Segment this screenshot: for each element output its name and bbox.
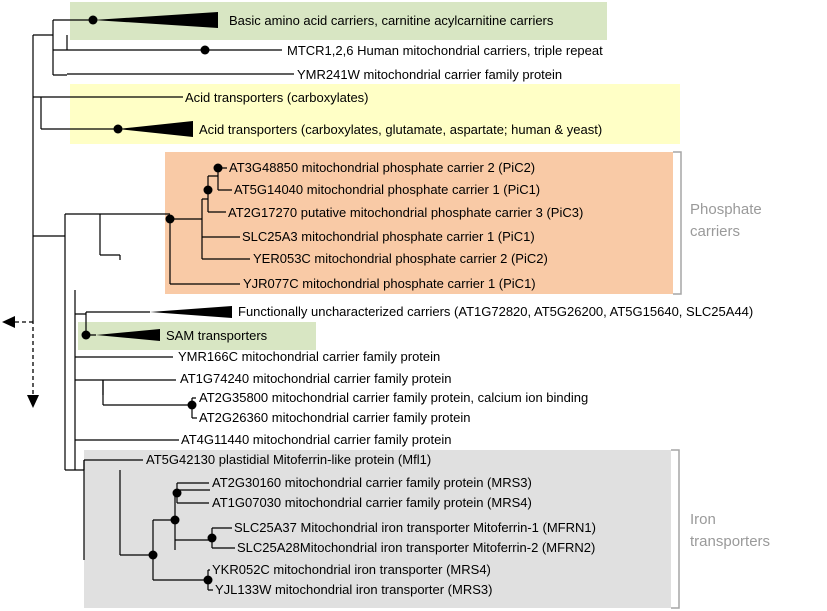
leaf-label-yjr077c: YJR077C mitochondrial phosphate carrier …: [243, 276, 536, 291]
leaf-label-slc25a37: SLC25A37 Mitochondrial iron transporter …: [234, 520, 596, 535]
node-dot: [203, 185, 213, 195]
leaf-label-slc25a28: SLC25A28Mitochondrial iron transporter M…: [237, 540, 595, 555]
iron-transporters-highlight: [84, 450, 671, 608]
node-dot: [113, 124, 123, 134]
node-dot: [187, 400, 197, 410]
node-dot: [207, 533, 217, 543]
iron-bracket: [671, 449, 680, 609]
uncharacterized-triangle: [150, 306, 232, 318]
node-dot: [170, 515, 180, 525]
outgroup-arrow-left: [2, 316, 15, 328]
group-label-phosphate-line1: Phosphate: [690, 201, 762, 218]
phosphate-carriers-highlight: [165, 152, 673, 294]
acid-transporters-triangle: [118, 121, 193, 137]
leaf-label-at2g26360: AT2G26360 mitochondrial carrier family p…: [199, 410, 470, 425]
group-label-iron-line2: transporters: [690, 533, 770, 550]
leaf-label-basic-carriers: Basic amino acid carriers, carnitine acy…: [229, 13, 554, 28]
node-dot: [148, 550, 158, 560]
leaf-label-at2g30160: AT2G30160 mitochondrial carrier family p…: [212, 475, 532, 490]
leaf-label-ymr166c: YMR166C mitochondrial carrier family pro…: [178, 349, 440, 364]
leaf-label-acid1: Acid transporters (carboxylates): [185, 90, 369, 105]
leaf-label-uncharacterized: Functionally uncharacterized carriers (A…: [238, 304, 753, 319]
node-dot: [203, 575, 213, 585]
leaf-label-at1g07030: AT1G07030 mitochondrial carrier family p…: [212, 495, 532, 510]
node-dot: [165, 214, 175, 224]
leaf-label-at3g48850: AT3G48850 mitochondrial phosphate carrie…: [229, 160, 535, 175]
node-dot: [213, 163, 223, 173]
leaf-label-at2g17270: AT2G17270 putative mitochondrial phospha…: [228, 205, 583, 220]
branch-sam-func: [65, 290, 176, 471]
group-label-iron-line1: Iron: [690, 511, 716, 528]
branch-upper-clade: [33, 19, 294, 76]
leaf-label-at4g11440: AT4G11440 mitochondrial carrier family p…: [181, 432, 451, 447]
group-label-phosphate-line2: carriers: [690, 223, 740, 240]
leaf-label-at2g35800: AT2G35800 mitochondrial carrier family p…: [199, 390, 588, 405]
phosphate-bracket: [673, 151, 682, 295]
branch-acid-clade: [33, 96, 183, 130]
node-dot: [88, 15, 98, 25]
node-dot: [200, 45, 210, 55]
leaf-label-mtcr: MTCR1,2,6 Human mitochondrial carriers, …: [287, 43, 603, 58]
leaf-label-yer053c: YER053C mitochondrial phosphate carrier …: [253, 251, 548, 266]
leaf-label-ymr241w: YMR241W mitochondrial carrier family pro…: [297, 67, 562, 82]
outgroup-arrow-down: [27, 395, 39, 408]
node-dot: [172, 488, 182, 498]
leaf-label-yjl133w: YJL133W mitochondrial iron transporter (…: [215, 582, 492, 597]
sam-transporters-triangle: [96, 329, 160, 341]
leaf-label-acid2: Acid transporters (carboxylates, glutama…: [199, 122, 602, 137]
basic-carriers-triangle: [93, 12, 218, 28]
node-dot: [81, 330, 91, 340]
leaf-label-slc25a3: SLC25A3 mitochondrial phosphate carrier …: [242, 229, 535, 244]
leaf-label-at1g74240: AT1G74240 mitochondrial carrier family p…: [180, 371, 451, 386]
leaf-label-ykr052c: YKR052C mitochondrial iron transporter (…: [212, 562, 491, 577]
leaf-label-at5g42130: AT5G42130 plastidial Mitoferrin-like pro…: [146, 452, 431, 467]
leaf-label-at5g14040: AT5G14040 mitochondrial phosphate carrie…: [234, 182, 540, 197]
node-dots: [81, 15, 223, 585]
branch-lower-clade: [33, 213, 170, 470]
leaf-label-sam: SAM transporters: [166, 328, 268, 343]
